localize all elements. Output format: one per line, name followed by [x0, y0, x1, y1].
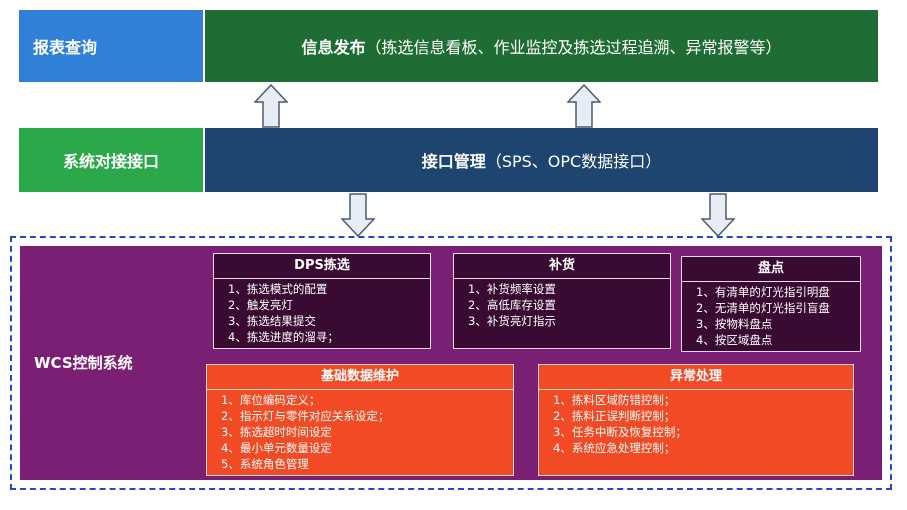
report-query-label: 报表查询	[33, 38, 98, 57]
info-publish-block: 信息发布（拣选信息看板、作业监控及拣选过程追溯、异常报警等）	[205, 10, 878, 82]
list-item: 1、库位编码定义；	[221, 393, 321, 407]
list-item: 4、按区域盘点	[696, 333, 773, 347]
exception-box: 异常处理 1、拣料区域防错控制； 2、拣料正误判断控制； 3、任务中断及恢复控制…	[538, 364, 854, 476]
replenish-list: 1、补货频率设置 2、高低库存设置 3、补货亮灯指示	[454, 279, 670, 329]
list-item: 1、拣选模式的配置	[228, 282, 328, 296]
inventory-box: 盘点 1、有清单的灯光指引明盘 2、无清单的灯光指引盲盘 3、按物料盘点 4、按…	[681, 256, 861, 352]
report-query-block: 报表查询	[19, 10, 203, 82]
inventory-title: 盘点	[682, 257, 860, 282]
list-item: 3、拣选超时时间设定	[221, 425, 332, 439]
down-arrow-icon	[701, 193, 735, 237]
list-item: 3、任务中断及恢复控制；	[553, 425, 687, 439]
replenish-box: 补货 1、补货频率设置 2、高低库存设置 3、补货亮灯指示	[453, 253, 671, 349]
inventory-list: 1、有清单的灯光指引明盘 2、无清单的灯光指引盲盘 3、按物料盘点 4、按区域盘…	[682, 282, 860, 348]
list-item: 3、拣选结果提交	[228, 314, 316, 328]
info-publish-detail: （拣选信息看板、作业监控及拣选过程追溯、异常报警等）	[365, 38, 782, 57]
list-item: 2、无清单的灯光指引盲盘	[696, 301, 830, 315]
basic-data-box: 基础数据维护 1、库位编码定义； 2、指示灯与零件对应关系设定； 3、拣选超时时…	[206, 364, 514, 476]
list-item: 1、补货频率设置	[468, 282, 556, 296]
list-item: 2、拣料正误判断控制；	[553, 409, 676, 423]
list-item: 4、系统应急处理控制；	[553, 441, 676, 455]
list-item: 5、系统角色管理	[221, 457, 309, 471]
down-arrow-icon	[341, 193, 375, 237]
system-interface-label: 系统对接接口	[62, 152, 159, 171]
dps-picking-title: DPS拣选	[214, 254, 430, 279]
list-item: 3、补货亮灯指示	[468, 314, 556, 328]
list-item: 1、拣料区域防错控制；	[553, 393, 676, 407]
exception-title: 异常处理	[539, 365, 853, 390]
list-item: 2、高低库存设置	[468, 298, 556, 312]
list-item: 3、按物料盘点	[696, 317, 773, 331]
replenish-title: 补货	[454, 254, 670, 279]
info-publish-title: 信息发布	[301, 38, 366, 57]
wcs-title: WCS控制系统	[34, 354, 133, 372]
up-arrow-icon	[567, 84, 601, 128]
system-interface-block: 系统对接接口	[19, 128, 203, 192]
list-item: 4、最小单元数量设定	[221, 441, 332, 455]
list-item: 1、有清单的灯光指引明盘	[696, 285, 830, 299]
dps-picking-box: DPS拣选 1、拣选模式的配置 2、触发亮灯 3、拣选结果提交 4、拣选进度的溜…	[213, 253, 431, 349]
interface-mgmt-title: 接口管理	[421, 152, 486, 171]
wcs-dashed-frame	[10, 236, 892, 490]
basic-data-title: 基础数据维护	[207, 365, 513, 390]
basic-data-list: 1、库位编码定义； 2、指示灯与零件对应关系设定； 3、拣选超时时间设定 4、最…	[207, 390, 513, 472]
interface-mgmt-detail: （SPS、OPC数据接口）	[485, 152, 662, 171]
dps-picking-list: 1、拣选模式的配置 2、触发亮灯 3、拣选结果提交 4、拣选进度的溜寻；	[214, 279, 430, 345]
exception-list: 1、拣料区域防错控制； 2、拣料正误判断控制； 3、任务中断及恢复控制； 4、系…	[539, 390, 853, 456]
list-item: 4、拣选进度的溜寻；	[228, 330, 339, 344]
interface-mgmt-block: 接口管理（SPS、OPC数据接口）	[205, 128, 878, 192]
list-item: 2、触发亮灯	[228, 298, 293, 312]
list-item: 2、指示灯与零件对应关系设定；	[221, 409, 390, 423]
up-arrow-icon	[254, 84, 288, 128]
